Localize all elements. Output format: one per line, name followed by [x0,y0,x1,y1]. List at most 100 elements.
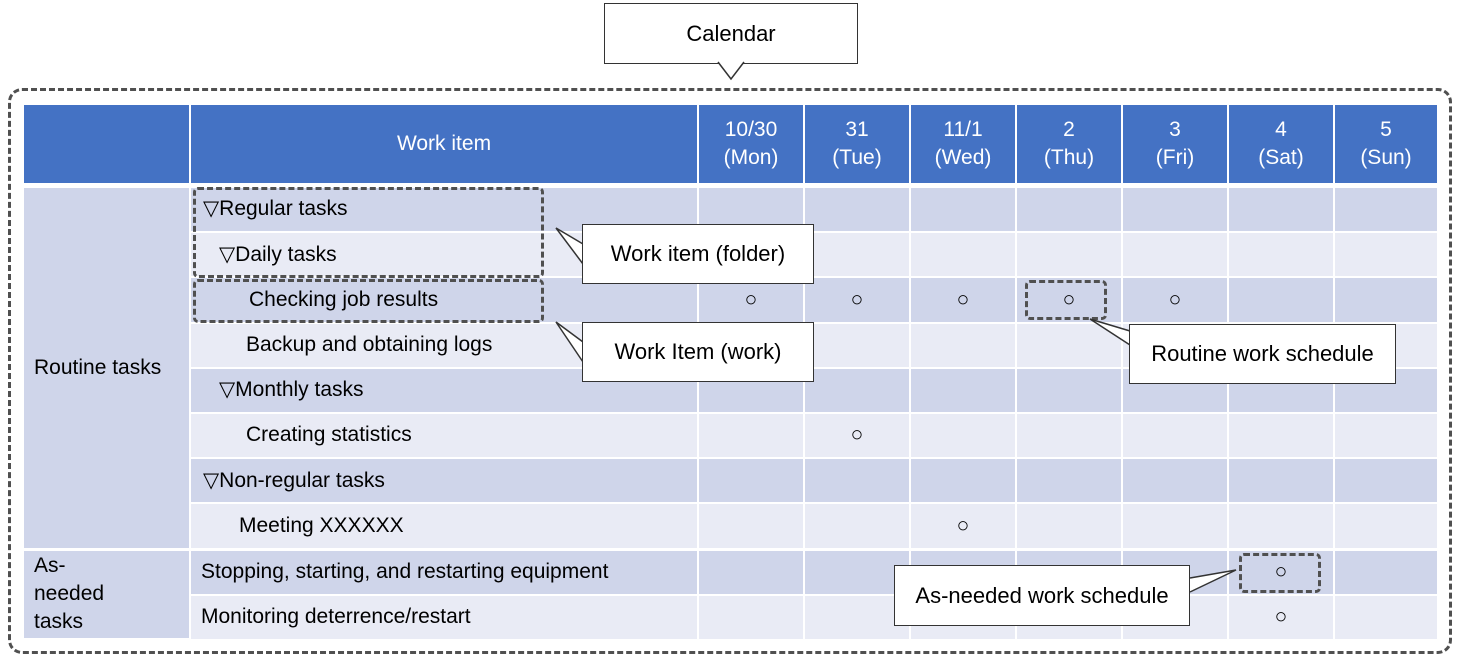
folder-callout: Work item (folder) [582,224,814,284]
schedule-cell [911,188,1015,232]
schedule-cell [1123,188,1227,232]
header-work-item: Work item [191,105,697,183]
header-day-text: 31 (Tue) [832,116,881,173]
header-day-weekday: (Sun) [1360,146,1412,169]
schedule-cell: ○ [1229,595,1333,639]
header-day-date: 31 [845,117,869,141]
folder-highlight [193,187,544,278]
schedule-cell [699,459,803,503]
schedule-cell: ○ [911,504,1015,548]
header-day-0: 10/30 (Mon) [699,105,803,183]
schedule-cell [1335,595,1437,639]
header-day-text: 3(Fri) [1156,116,1194,173]
schedule-cell [699,414,803,458]
header-corner [24,105,189,183]
schedule-mark: ○ [1062,287,1076,311]
schedule-cell [699,504,803,548]
schedule-cell [1335,278,1437,322]
schedule-cell [1017,414,1121,458]
schedule-cell [1017,459,1121,503]
schedule-cell [805,504,909,548]
work-item-row-label: ▽Non-regular tasks [191,459,697,503]
schedule-cell [1229,414,1333,458]
schedule-mark: ○ [1168,287,1182,311]
work-item-label: Meeting XXXXXX [239,513,404,537]
schedule-cell [805,233,909,277]
work-item-label: Backup and obtaining logs [246,333,493,357]
work-highlight [193,279,544,323]
schedule-mark: ○ [956,513,970,537]
header-day-date: 4 [1275,117,1287,141]
schedule-cell: ○ [805,414,909,458]
work-callout: Work Item (work) [582,322,814,382]
work-item-label: Monitoring deterrence/restart [201,605,471,629]
schedule-cell [1229,504,1333,548]
schedule-cell [1123,459,1227,503]
header-day-date: 10/30 [724,117,778,141]
work-item-row-label: Creating statistics [191,414,697,458]
schedule-mark: ○ [1274,560,1288,584]
schedule-cell [805,595,909,639]
schedule-cell [911,368,1015,412]
header-day-weekday: (Sat) [1258,146,1304,169]
folder-callout-label: Work item (folder) [610,241,786,266]
schedule-cell [805,188,909,232]
work-item-row-label: Stopping, starting, and restarting equip… [191,550,697,594]
schedule-cell: ○ [699,278,803,322]
header-day-text: 11/1 (Wed) [935,116,992,173]
header-day-weekday: (Tue) [832,146,882,169]
header-day-date: 2 [1063,117,1075,141]
header-day-date: 5 [1380,117,1392,141]
schedule-cell [911,414,1015,458]
schedule-cell [1017,504,1121,548]
schedule-cell [1017,323,1121,367]
as-needed-schedule-callout-label: As-needed work schedule [915,582,1169,608]
schedule-cell [1123,233,1227,277]
work-item-label: ▽Regular tasks [203,197,348,221]
schedule-mark: ○ [850,287,864,311]
header-day-2: 11/1 (Wed) [911,105,1015,183]
schedule-cell [1017,233,1121,277]
work-item-row-label: Meeting XXXXXX [191,504,697,548]
schedule-cell [1229,278,1333,322]
schedule-cell: ○ [1017,278,1121,322]
schedule-cell [699,595,803,639]
schedule-cell [1335,414,1437,458]
schedule-cell [911,459,1015,503]
schedule-cell: ○ [805,278,909,322]
as-needed-schedule-highlight [1239,553,1321,593]
header-work-item-label: Work item [396,131,492,155]
schedule-mark: ○ [744,287,758,311]
header-day-date: 11/1 [943,117,983,141]
work-item-row-label: ▽Regular tasks [191,188,697,232]
header-day-weekday: (Wed) [934,146,992,169]
work-item-row-label: Monitoring deterrence/restart [191,595,697,639]
schedule-cell [699,550,803,594]
routine-schedule-callout-label: Routine work schedule [1151,341,1374,366]
schedule-cell: ○ [911,278,1015,322]
schedule-cell [805,459,909,503]
schedule-mark: ○ [956,287,970,311]
schedule-cell [1017,368,1121,412]
header-day-4: 3(Fri) [1123,105,1227,183]
group-routine-tasks: Routine tasks [24,188,189,548]
routine-schedule-callout: Routine work schedule [1129,324,1396,384]
header-day-text: 2(Thu) [1044,116,1094,173]
schedule-cell [911,323,1015,367]
work-item-label: ▽Daily tasks [219,242,337,266]
header-day-6: 5 (Sun) [1335,105,1437,183]
schedule-cell [1229,188,1333,232]
schedule-cell [1335,550,1437,594]
header-day-1: 31 (Tue) [805,105,909,183]
header-day-weekday: (Mon) [723,146,779,169]
group-routine-label: Routine tasks [34,355,162,379]
schedule-mark: ○ [1274,605,1288,629]
calendar-label: Calendar [686,20,776,46]
header-day-weekday: (Fri) [1155,146,1195,169]
schedule-cell [1335,459,1437,503]
schedule-cell [911,233,1015,277]
as-needed-schedule-callout: As-needed work schedule [894,565,1190,626]
schedule-cell [1229,233,1333,277]
group-as-needed-label: As-needed tasks [34,553,105,634]
header-day-text: 4 (Sat) [1258,116,1304,173]
